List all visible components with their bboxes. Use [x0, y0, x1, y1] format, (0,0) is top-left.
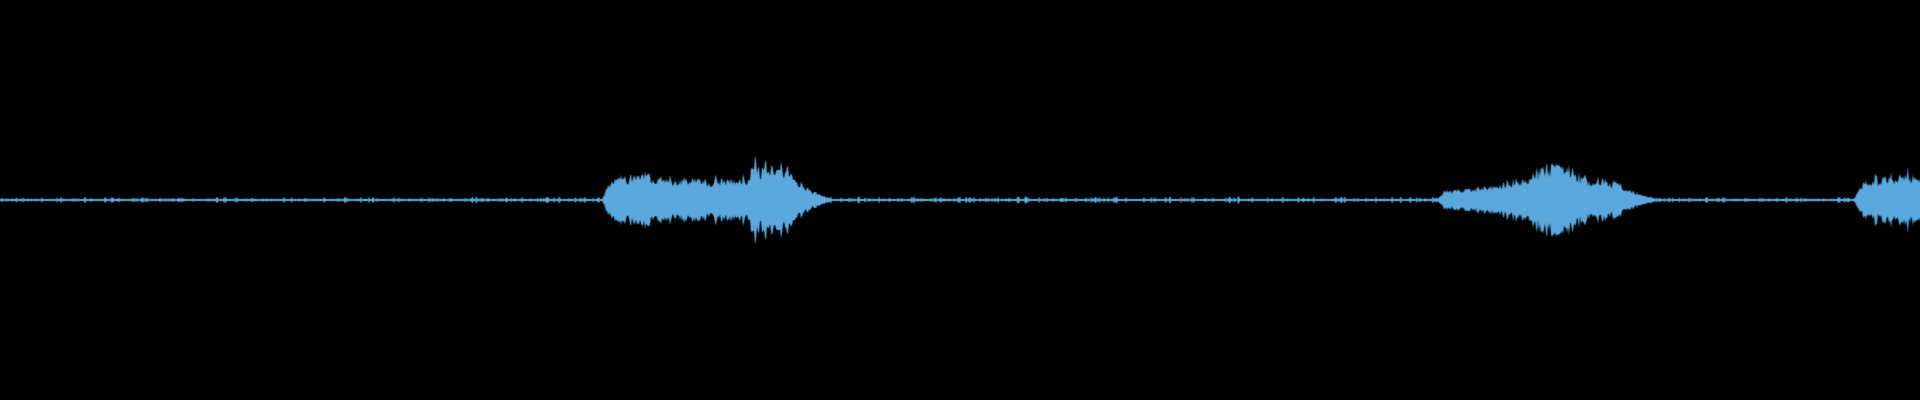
audio-waveform-viewer[interactable]	[0, 0, 1920, 400]
waveform-vector-layer	[0, 0, 1920, 400]
waveform-canvas[interactable]	[0, 0, 1920, 400]
